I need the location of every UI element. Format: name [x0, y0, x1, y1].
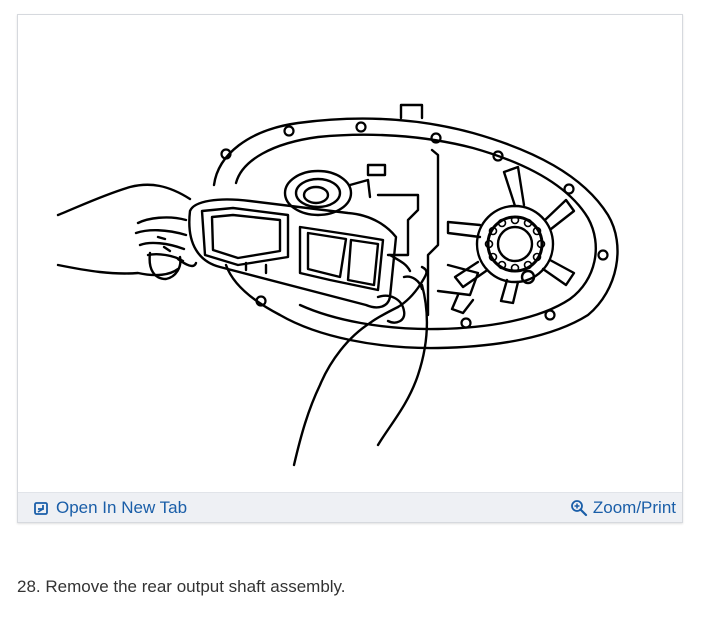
step-instruction: 28. Remove the rear output shaft assembl…	[17, 577, 346, 596]
open-in-new-tab-link[interactable]: Open In New Tab	[33, 498, 187, 518]
rear-output-shaft-illustration	[18, 15, 682, 492]
zoom-print-label: Zoom/Print	[592, 498, 676, 517]
open-in-new-tab-icon	[33, 499, 51, 517]
zoom-print-link[interactable]: Zoom/Print	[570, 498, 676, 518]
open-in-new-tab-label: Open In New Tab	[56, 498, 188, 517]
zoom-icon	[570, 499, 588, 517]
figure-card: Open In New Tab Zoom/Print	[17, 14, 683, 523]
figure-toolbar: Open In New Tab Zoom/Print	[18, 492, 682, 522]
